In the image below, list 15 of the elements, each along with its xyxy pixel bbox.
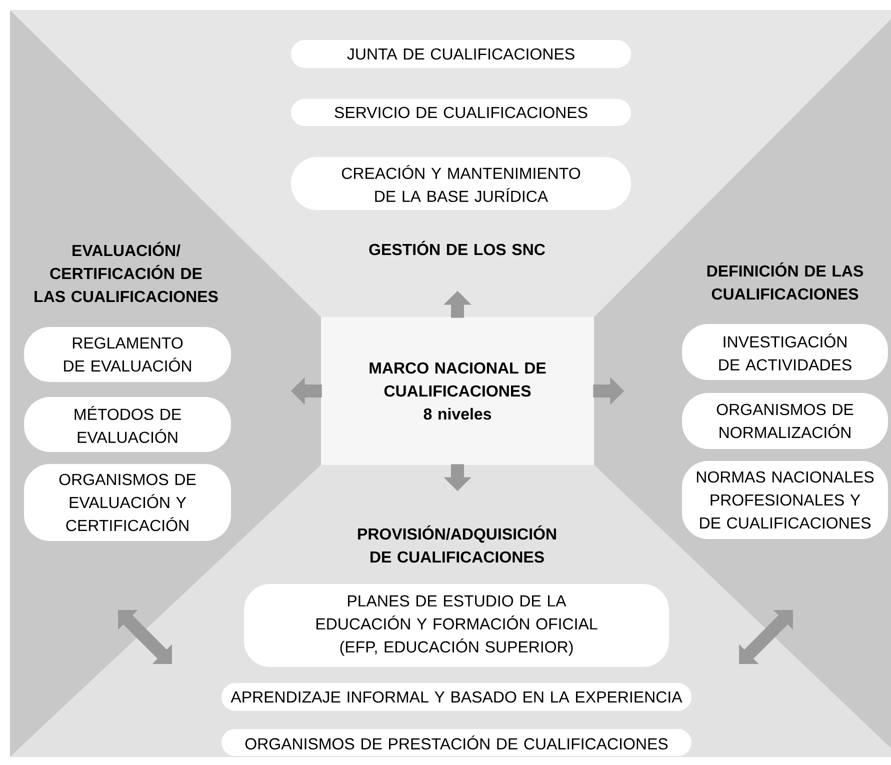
rounded-box: SERVICIO DE CUALIFICACIONES <box>291 99 631 126</box>
rounded-box: MÉTODOS DE EVALUACIÓN <box>24 397 231 452</box>
rounded-box: REGLAMENTO DE EVALUACIÓN <box>24 327 231 382</box>
rounded-box: INVESTIGACIÓN DE ACTIVIDADES <box>682 324 888 380</box>
rounded-box: APRENDIZAJE INFORMAL Y BASADO EN LA EXPERIENCIA <box>222 683 692 711</box>
rounded-box: CREACIÓN Y MANTENIMIENTO DE LA BASE JURÍDICA <box>291 157 631 210</box>
rounded-box: ORGANISMOS DE NORMALIZACIÓN <box>682 393 888 449</box>
rounded-box: ORGANISMOS DE PRESTACIÓN DE CUALIFICACIONES <box>222 729 692 756</box>
rounded-box: ORGANISMOS DE EVALUACIÓN Y CERTIFICACIÓN <box>24 464 231 541</box>
center-box: MARCO NACIONAL DE CUALIFICACIONES 8 niveles <box>321 317 594 465</box>
rounded-box: PLANES DE ESTUDIO DE LA EDUCACIÓN Y FORMACIÓN OFICIAL (EFP, EDUCACIÓN SUPERIOR) <box>244 584 669 667</box>
rounded-box: NORMAS NACIONALES PROFESIONALES Y DE CUALIFICACIONES <box>682 461 888 539</box>
block-arrow <box>118 610 172 664</box>
rounded-box: JUNTA DE CUALIFICACIONES <box>291 40 631 68</box>
block-arrow <box>739 610 793 664</box>
